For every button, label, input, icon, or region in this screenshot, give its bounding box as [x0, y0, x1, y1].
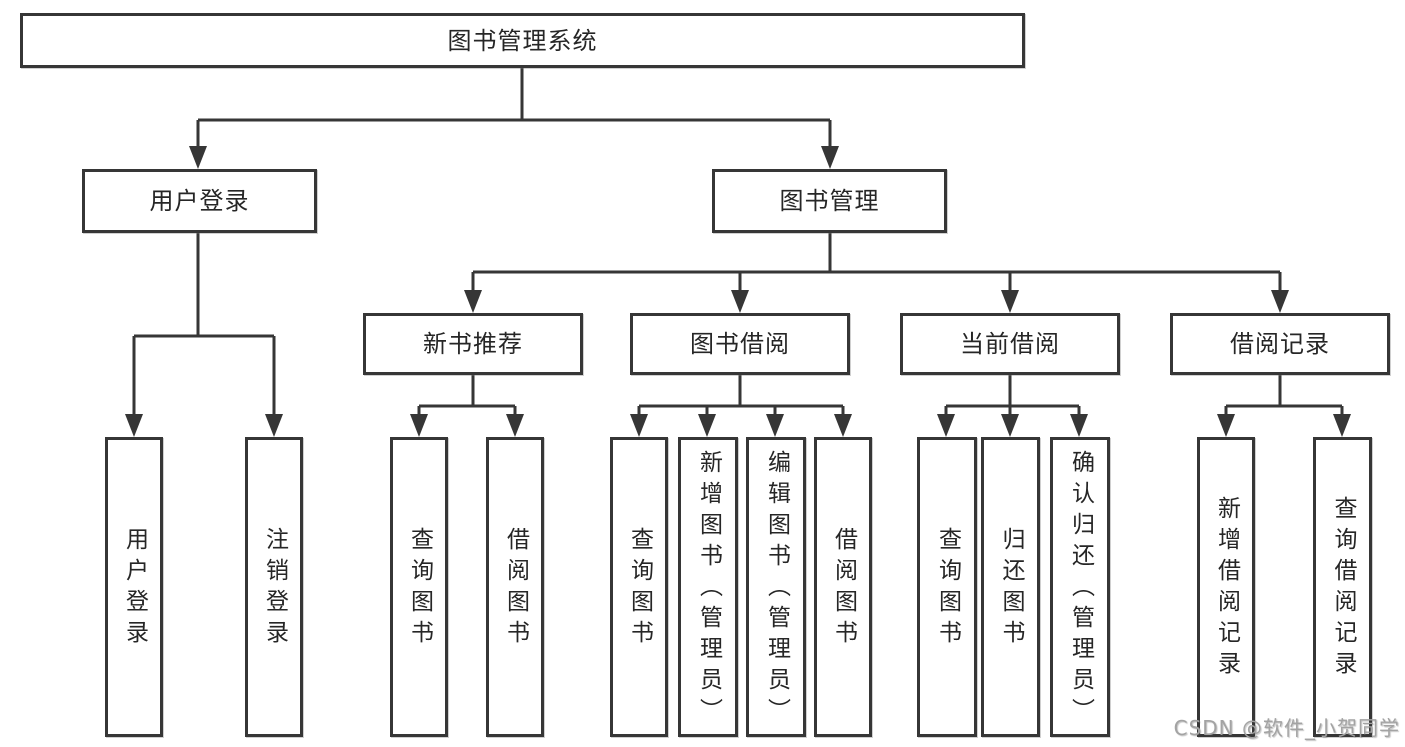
leaf-query-books-borrowing: 查询图书 — [610, 437, 668, 737]
leaf-edit-books-admin: 编辑图书（管理员） — [746, 437, 806, 737]
node-current-borrowing: 当前借阅 — [900, 313, 1120, 375]
leaf-add-borrow-record: 新增借阅记录 — [1197, 437, 1255, 737]
node-user-login-group: 用户登录 — [82, 169, 317, 233]
node-new-book-recommendation: 新书推荐 — [363, 313, 583, 375]
leaf-borrow-books-recommend: 借阅图书 — [486, 437, 544, 737]
leaf-query-borrow-record: 查询借阅记录 — [1313, 437, 1372, 737]
node-library-management-system: 图书管理系统 — [20, 13, 1025, 68]
leaf-logout: 注销登录 — [245, 437, 303, 737]
node-book-management-group: 图书管理 — [712, 169, 947, 233]
leaf-borrow-books: 借阅图书 — [814, 437, 872, 737]
leaf-query-books-current: 查询图书 — [917, 437, 977, 737]
leaf-confirm-return-admin: 确认归还（管理员） — [1050, 437, 1110, 737]
leaf-user-login: 用户登录 — [105, 437, 163, 737]
leaf-add-books-admin: 新增图书（管理员） — [678, 437, 738, 737]
leaf-query-books-recommend: 查询图书 — [390, 437, 448, 737]
csdn-watermark: CSDN @软件_小贺同学 — [1173, 716, 1400, 740]
leaf-return-books: 归还图书 — [981, 437, 1040, 737]
node-book-borrowing: 图书借阅 — [630, 313, 850, 375]
node-borrowing-records: 借阅记录 — [1170, 313, 1390, 375]
